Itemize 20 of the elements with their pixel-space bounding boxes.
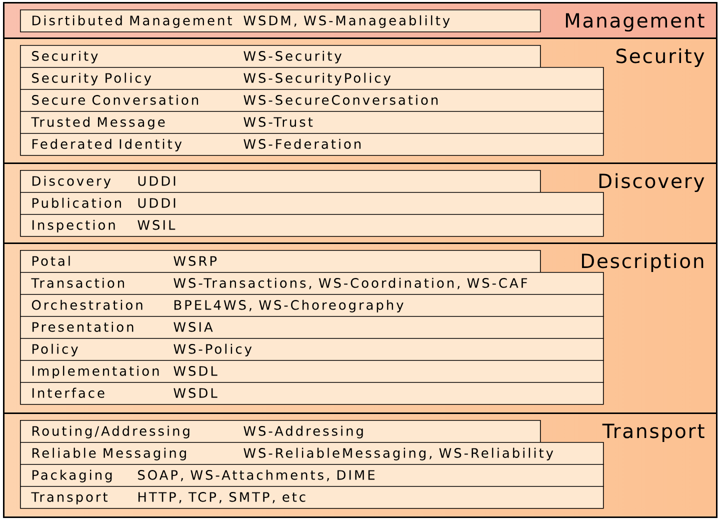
- table-row: Inspection WSIL: [20, 214, 604, 237]
- table-row: Disrtibuted Management WSDM, WS-Manageablilty: [20, 10, 541, 32]
- table-row: Security Policy WS-SecurityPolicy: [20, 67, 604, 90]
- table-row: Interface WSDL: [20, 382, 604, 405]
- table-row: Potal WSRP: [20, 250, 541, 273]
- table-row: Routing/Addressing WS-Addressing: [20, 420, 541, 443]
- table-row: Transaction WS-Transactions, WS-Coordination, WS-CAF: [20, 272, 604, 295]
- table-row: Packaging SOAP, WS-Attachments, DIME: [20, 464, 604, 487]
- table-row: Presentation WSIA: [20, 316, 604, 339]
- table-row: Security WS-Security: [20, 45, 541, 68]
- table-row: Discovery UDDI: [20, 170, 541, 193]
- table-row: Orchestration BPEL4WS, WS-Choreography: [20, 294, 604, 317]
- table-row: Policy WS-Policy: [20, 338, 604, 361]
- table-row: Trusted Message WS-Trust: [20, 111, 604, 134]
- table-row: Reliable Messaging WS-ReliableMessaging, WS-Reliability: [20, 442, 604, 465]
- table-row: Federated Identity WS-Federation: [20, 133, 604, 156]
- table-row: Transport HTTP, TCP, SMTP, etc: [20, 486, 604, 509]
- table-row: Publication UDDI: [20, 192, 604, 215]
- table-row: Implementation WSDL: [20, 360, 604, 383]
- table-row: Secure Conversation WS-SecureConversation: [20, 89, 604, 112]
